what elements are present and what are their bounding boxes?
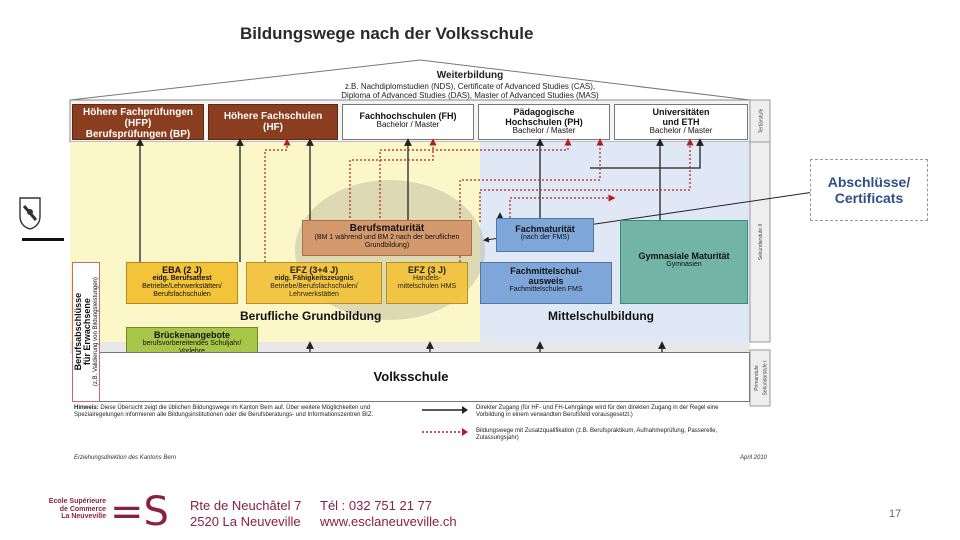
- bern-coat-of-arms-icon: [18, 196, 42, 230]
- efz3-line3: mittelschulen HMS: [397, 282, 457, 290]
- hfp-line2: (HFP): [124, 118, 152, 130]
- berufliche-grundbildung-label: Berufliche Grundbildung: [240, 309, 382, 323]
- ph-box: Pädagogische Hochschulen (PH) Bachelor /…: [478, 104, 610, 140]
- brueckenangebote-line2: berufsvorbereitendes Schuljahr/: [142, 340, 242, 348]
- fh-sub: Bachelor / Master: [376, 120, 440, 130]
- ph-sub: Bachelor / Master: [512, 126, 576, 136]
- fms-line2: ausweis: [528, 276, 564, 287]
- hf-line1: Höhere Fachschulen: [223, 111, 323, 122]
- school-line1: Ecole Supérieure: [48, 498, 106, 505]
- source-text: Erziehungsdirektion des Kantons Bern: [74, 455, 177, 461]
- divider-line: [22, 238, 64, 241]
- mittelschulbildung-label: Mittelschulbildung: [548, 309, 654, 323]
- eba-line2: eidg. Berufsattest: [152, 275, 212, 283]
- school-logo-icon: =SC: [110, 487, 197, 535]
- hfp-box: Höhere Fachprüfungen (HFP) Berufsprüfung…: [72, 104, 204, 140]
- hf-line2: (HF): [263, 122, 283, 134]
- brueckenangebote-title: Brückenangebote: [153, 330, 231, 340]
- berufsmaturitaet-title: Berufsmaturität: [349, 223, 425, 234]
- hf-box: Höhere Fachschulen (HF): [208, 104, 338, 140]
- hinweis-note: Hinweis: Diese Übersicht zeigt die üblic…: [74, 405, 404, 419]
- efz34-box: EFZ (3+4 J) eidg. Fähigkeitszeugnis Betr…: [246, 262, 382, 304]
- weiterbildung-line2: Diploma of Advanced Studies (DAS), Maste…: [341, 90, 599, 100]
- berufsmaturitaet-sub: (BM 1 während und BM 2 nach der beruflic…: [314, 234, 460, 250]
- certificates-callout: Abschlüsse/ Certificats: [810, 159, 928, 221]
- volksschule-label: Volksschule: [373, 368, 449, 384]
- berufsabschluesse-box: Berufsabschlüsse für Erwachsene (z.B. Va…: [72, 262, 100, 402]
- hinweis-label: Hinweis:: [74, 405, 99, 411]
- address-line2: 2520 La Neuveville: [190, 514, 301, 529]
- fh-box: Fachhochschulen (FH) Bachelor / Master: [342, 104, 474, 140]
- efz3-title: EFZ (3 J): [407, 265, 446, 275]
- school-line3: La Neuveville: [61, 513, 106, 521]
- efz34-line2: eidg. Fähigkeitszeugnis: [274, 275, 354, 283]
- legend-arrows: [422, 406, 468, 436]
- eba-box: EBA (2 J) eidg. Berufsattest Betriebe/Le…: [126, 262, 238, 304]
- page-number: 17: [889, 508, 902, 520]
- gymnasiale-box: Gymnasiale Maturität Gymnasien: [620, 220, 748, 304]
- date-text: April 2010: [740, 455, 768, 461]
- fms-line1: Fachmittelschul-: [510, 266, 582, 276]
- eba-line4: Berufsfachschulen: [153, 290, 211, 298]
- berufsabschluesse-line2: für Erwachsene: [81, 298, 92, 366]
- uni-sub: Bachelor / Master: [649, 126, 713, 136]
- uni-line2: und ETH: [662, 117, 700, 128]
- callout-line2: Certificats: [834, 190, 904, 206]
- school-line2: de Commerce: [59, 505, 106, 513]
- fachmaturitaet-box: Fachmaturität (nach der FMS): [496, 218, 594, 252]
- eba-line3: Betriebe/Lehrwerkstätten/: [142, 282, 222, 290]
- diagram-title: Bildungswege nach der Volksschule: [240, 24, 534, 43]
- weiterbildung-block: Weiterbildung z.B. Nachdiplomstudien (ND…: [280, 70, 660, 100]
- fachmaturitaet-sub: (nach der FMS): [520, 234, 570, 242]
- address-line1: Rte de Neuchâtel 7: [190, 498, 302, 513]
- brueckenangebote-line3: Vorlehre: [127, 348, 257, 356]
- gymnasiale-sub: Gymnasien: [666, 261, 702, 269]
- eba-title: EBA (2 J): [162, 265, 202, 275]
- school-logo-text: =SC: [110, 489, 170, 531]
- hfp-line3: Berufsprüfungen (BP): [85, 129, 191, 140]
- callout-line1: Abschlüsse/: [827, 174, 911, 190]
- efz3-line2: Handels-: [412, 275, 441, 283]
- efz34-line4: Lehrwerkstätten: [289, 290, 339, 298]
- uni-box: Universitäten und ETH Bachelor / Master: [614, 104, 748, 140]
- phone-text: Tél : 032 751 21 77: [320, 498, 433, 513]
- legend-extra: Bildungswege mit Zusatzqualifikation (z.…: [476, 428, 718, 441]
- fh-title: Fachhochschulen (FH): [359, 111, 457, 121]
- berufsmaturitaet-box: Berufsmaturität (BM 1 während und BM 2 n…: [302, 220, 472, 256]
- uni-line1: Universitäten: [652, 107, 710, 117]
- hinweis-text: Diese Übersicht zeigt die üblichen Bildu…: [74, 405, 374, 418]
- weiterbildung-title: Weiterbildung: [436, 70, 504, 81]
- berufsabschluesse-line3: (z.B. Validierung von Bildungsleistungen…: [92, 277, 99, 387]
- efz3-box: EFZ (3 J) Handels- mittelschulen HMS: [386, 262, 468, 304]
- school-name: Ecole Supérieure de Commerce La Neuvevil…: [46, 498, 106, 521]
- website-link[interactable]: www.esclaneuveville.ch: [320, 514, 457, 529]
- ph-line2: Hochschulen (PH): [505, 117, 583, 128]
- fms-sub: Fachmittelschulen FMS: [509, 286, 583, 294]
- legend-direct: Direkter Zugang (für HF- und FH-Lehrgäng…: [476, 405, 719, 418]
- volksschule-box: Volksschule: [72, 352, 750, 402]
- gymnasiale-title: Gymnasiale Maturität: [638, 251, 730, 261]
- efz34-line3: Betriebe/Berufsfachschulen/: [270, 282, 358, 290]
- hfp-line1: Höhere Fachprüfungen: [82, 107, 193, 118]
- fachmaturitaet-title: Fachmaturität: [515, 224, 575, 234]
- efz34-title: EFZ (3+4 J): [289, 265, 339, 275]
- fms-box: Fachmittelschul- ausweis Fachmittelschul…: [480, 262, 612, 304]
- weiterbildung-line1: z.B. Nachdiplomstudien (NDS), Certificat…: [344, 81, 596, 91]
- ph-line1: Pädagogische: [513, 107, 575, 117]
